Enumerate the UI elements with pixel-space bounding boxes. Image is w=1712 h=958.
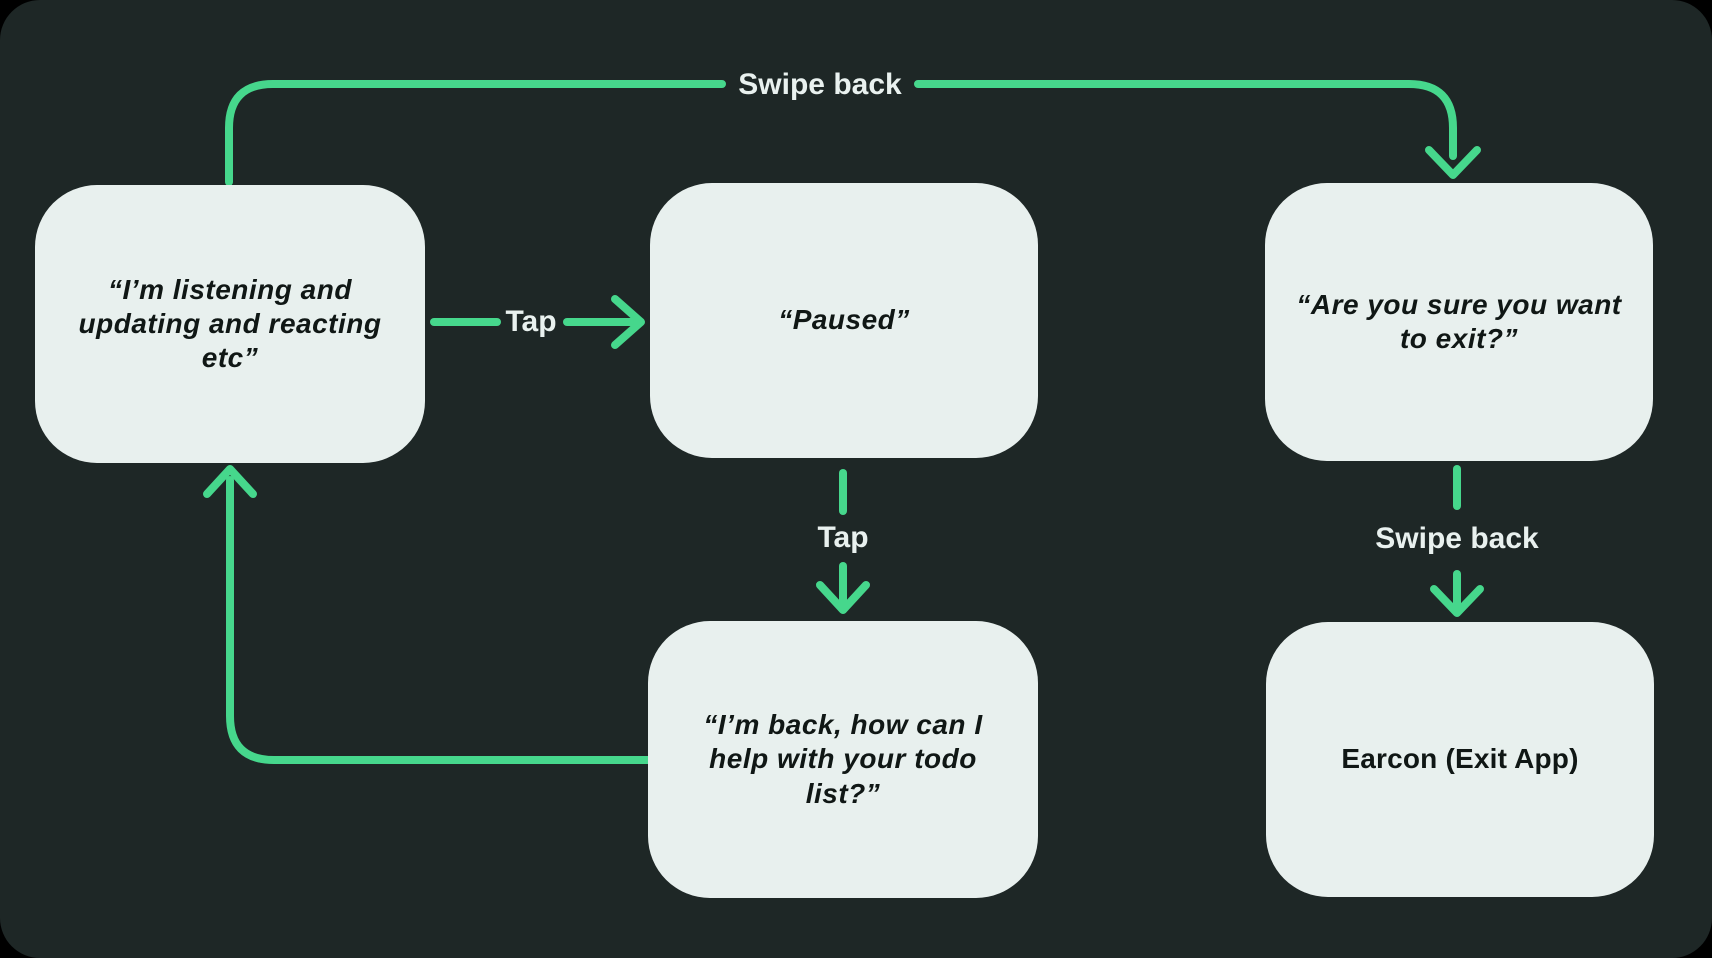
node-listening: “I’m listening and updating and reacting… <box>35 185 425 463</box>
node-earcon: Earcon (Exit App) <box>1266 622 1654 897</box>
node-listening-label: “I’m listening and updating and reacting… <box>78 273 382 374</box>
node-earcon-label: Earcon (Exit App) <box>1341 743 1579 775</box>
edge-label-tap-vertical: Tap <box>817 521 869 554</box>
node-back: “I’m back, how can I help with your todo… <box>648 621 1038 898</box>
edge-label-tap-horizontal: Tap <box>505 305 557 338</box>
edge-label-swipe-back-vertical: Swipe back <box>1375 522 1539 555</box>
node-exit-confirm-label: “Are you sure you want to exit?” <box>1296 288 1622 354</box>
node-back-label: “I’m back, how can I help with your todo… <box>703 709 983 809</box>
node-exit-confirm: “Are you sure you want to exit?” <box>1265 183 1653 461</box>
edge-loop-back <box>203 465 652 764</box>
edge-label-swipe-back-top: Swipe back <box>738 68 902 101</box>
node-paused-label: “Paused” <box>778 304 910 336</box>
node-paused: “Paused” <box>650 183 1038 458</box>
